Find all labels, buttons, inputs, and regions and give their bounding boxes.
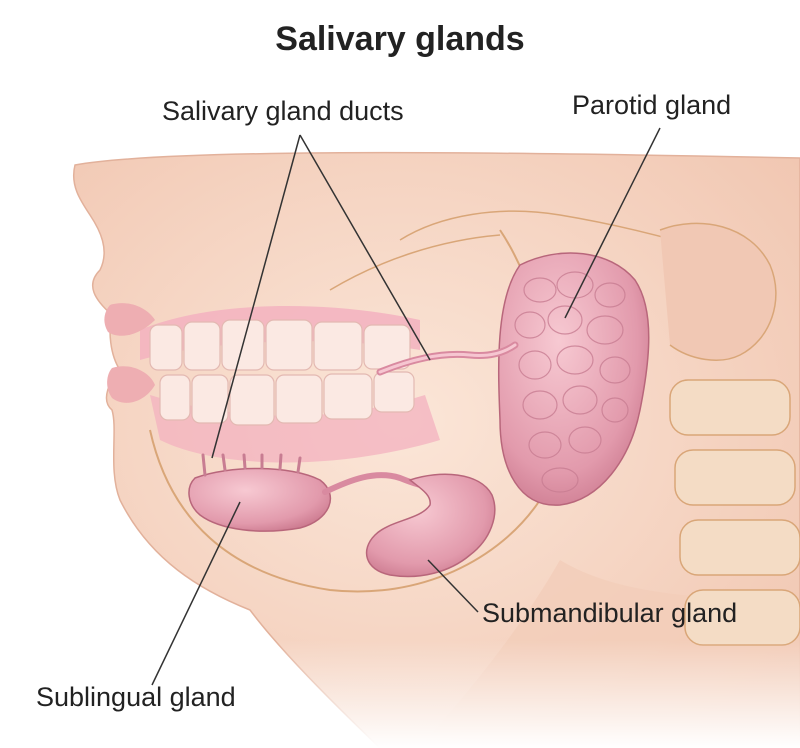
leader-lines: [151, 127, 661, 686]
leader-ducts-to-sublingual-ducts: [211, 134, 301, 459]
parotid-lobules: [514, 271, 631, 493]
parotid-duct-highlight: [378, 343, 517, 374]
sublingual-ducts: [201, 453, 302, 477]
upper-lip: [104, 303, 155, 336]
upper-teeth: [149, 319, 411, 371]
lower-teeth: [159, 371, 415, 426]
label-parotid-gland: Parotid gland: [572, 90, 732, 120]
submandibular-gland-shape: [365, 473, 496, 578]
lower-lip: [107, 366, 155, 403]
cheekbone-contour: [329, 234, 501, 291]
label-salivary-gland-ducts: Salivary gland ducts: [162, 96, 404, 126]
bottom-fade: [0, 640, 800, 748]
cervical-spine: [669, 379, 800, 646]
sublingual-gland-shape: [188, 467, 331, 532]
label-sublingual-gland: Sublingual gland: [36, 682, 236, 712]
ear-region: [659, 222, 777, 361]
leader-ducts-to-parotid-duct: [299, 134, 431, 361]
leader-parotid: [564, 127, 661, 319]
label-submandibular-gland: Submandibular gland: [482, 598, 738, 628]
parotid-gland-shape: [497, 252, 650, 506]
diagram-title: Salivary glands: [275, 20, 525, 58]
leader-sublingual: [151, 501, 241, 686]
leader-submandibular: [427, 559, 479, 613]
